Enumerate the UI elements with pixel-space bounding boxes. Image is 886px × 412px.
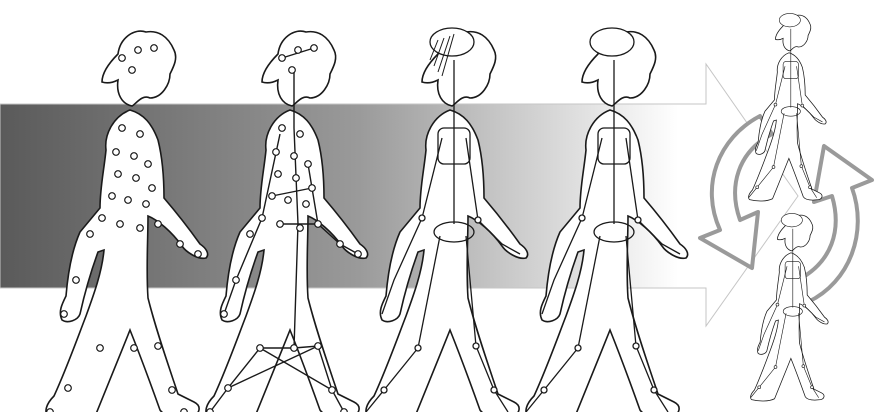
animated-skeleton-frame-1: [749, 13, 827, 201]
